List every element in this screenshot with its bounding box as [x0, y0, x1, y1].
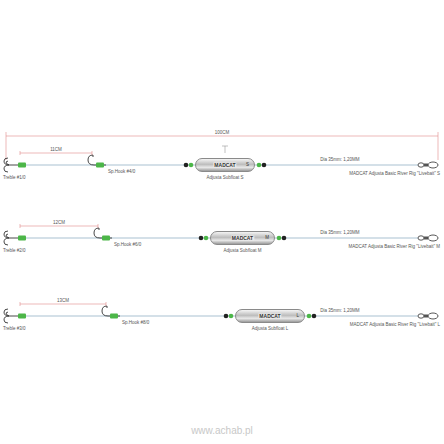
dimension-label: 12CM [53, 221, 65, 226]
bead [224, 314, 229, 319]
dimension-label: 100CM [214, 131, 231, 136]
subfloat: MADCAT L [235, 309, 305, 323]
float-marker [222, 146, 228, 153]
part-label: Adjusta Subfloat M [224, 249, 262, 254]
size-letter: S [246, 163, 249, 168]
snap [428, 162, 438, 168]
hook-distance [20, 304, 106, 305]
dimension-label: 11CM [50, 148, 62, 153]
swivel [418, 314, 424, 318]
swivel [418, 163, 424, 167]
hook-sleeve [96, 163, 104, 168]
hook-distance [98, 224, 99, 228]
bead [307, 314, 312, 319]
watermark: www.achab.pl [191, 425, 253, 436]
swivel [418, 236, 424, 240]
bead [282, 236, 287, 241]
dimension-line [6, 132, 438, 160]
subfloat: MADCAT S [195, 158, 255, 172]
bead [184, 163, 189, 168]
hook-distance [20, 153, 92, 154]
part-label: Treble #1/0 [3, 176, 26, 181]
product-name: MADCAT Adjusta Basic River Rig "Livebait… [349, 172, 440, 177]
size-letter: L [296, 314, 299, 319]
spec-label: Dia 35mm: 1,20MM [320, 231, 359, 236]
brand-logo: MADCAT [231, 236, 254, 241]
hook-distance [92, 151, 93, 155]
bead [189, 163, 194, 168]
bead [262, 163, 267, 168]
brand-logo: MADCAT [258, 314, 281, 319]
bead [229, 314, 234, 319]
part-label: Sp.Hook #6/0 [114, 243, 141, 248]
hook-distance [20, 151, 21, 155]
spec-label: Dia 35mm: 1,20MM [320, 309, 359, 314]
hook-distance [20, 226, 98, 227]
hook-distance [20, 224, 21, 228]
hook-sleeve [18, 314, 26, 319]
treble-hook [4, 158, 18, 172]
product-name: MADCAT Adjusta Basic River Rig "Livebait… [348, 245, 440, 250]
snap [428, 313, 438, 319]
part-label: Adjusta Subfloat S [206, 176, 243, 181]
part-label: Treble #2/0 [3, 249, 26, 254]
dimension-label: 13CM [57, 299, 69, 304]
bead [277, 236, 282, 241]
bead [204, 236, 209, 241]
bead [199, 236, 204, 241]
bead [257, 163, 262, 168]
bead [312, 314, 317, 319]
part-label: Adjusta Subfloat L [252, 327, 289, 332]
snap [428, 235, 438, 241]
rig [4, 146, 438, 172]
spec-label: Dia 35mm: 1,20MM [320, 158, 359, 163]
product-name: MADCAT Adjusta Basic River Rig "Livebait… [350, 323, 440, 328]
part-label: Sp.Hook #4/0 [108, 170, 135, 175]
rig [4, 224, 438, 245]
treble-hook [4, 309, 18, 323]
size-letter: M [265, 236, 269, 241]
subfloat: MADCAT M [210, 231, 275, 245]
part-label: Treble #3/0 [3, 327, 26, 332]
hook-sleeve [18, 236, 26, 241]
hook-sleeve [110, 314, 118, 319]
part-label: Sp.Hook #8/0 [122, 321, 149, 326]
hook-sleeve [18, 163, 26, 168]
swivel [424, 315, 428, 318]
treble-hook [4, 231, 18, 245]
brand-logo: MADCAT [213, 163, 236, 168]
swivel [424, 237, 428, 240]
rig [4, 302, 438, 323]
hook-distance [20, 302, 21, 306]
hook-sleeve [102, 236, 110, 241]
mono-line [18, 315, 418, 316]
hook-distance [106, 302, 107, 306]
swivel [424, 164, 428, 167]
